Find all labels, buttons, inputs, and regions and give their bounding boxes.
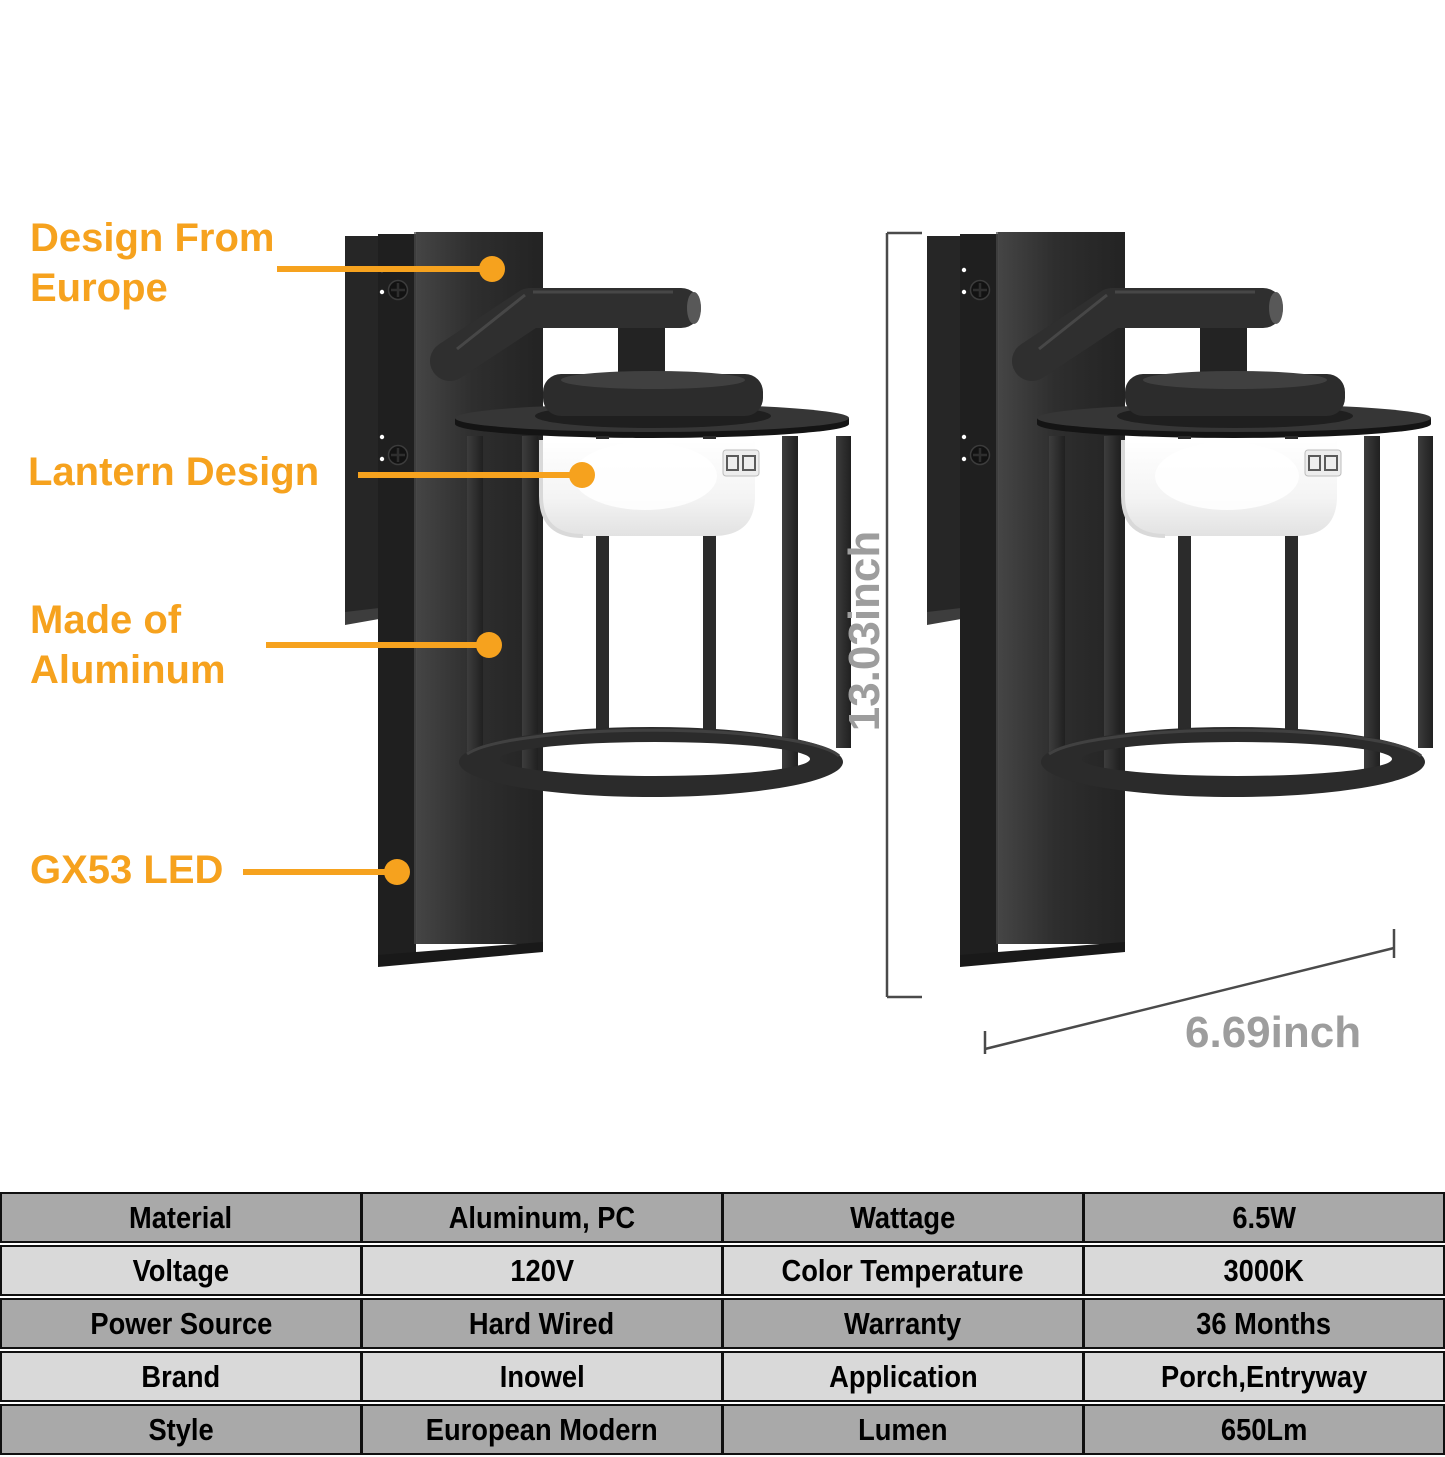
callout-design-from-europe: Design From Europe [30,213,274,313]
width-dimension-label: 6.69inch [1185,1008,1362,1057]
height-dimension-label: 13.03inch [840,530,889,732]
spec-value: 6.5W [1082,1194,1443,1241]
callout-lines [243,266,582,875]
callout-text-line: Made of [30,598,182,642]
spec-value: 650Lm [1082,1406,1443,1453]
spec-row: Brand Inowel Application Porch,Entryway [0,1351,1445,1402]
lamp-right [927,232,1433,967]
spec-row: Voltage 120V Color Temperature 3000K [0,1245,1445,1296]
spec-value: Aluminum, PC [360,1194,721,1241]
spec-value: 36 Months [1082,1300,1443,1347]
callout-gx53-led: GX53 LED [30,845,223,895]
spec-row: Power Source Hard Wired Warranty 36 Mont… [0,1298,1445,1349]
spec-value: Porch,Entryway [1082,1353,1443,1400]
callout-text-line: Lantern Design [28,450,320,494]
callout-text-line: Europe [30,266,168,310]
spec-key: Application [721,1353,1082,1400]
callout-dot-design [479,256,505,282]
callout-dot-gx53 [384,859,410,885]
spec-key: Color Temperature [721,1247,1082,1294]
spec-key: Warranty [721,1300,1082,1347]
spec-key: Power Source [90,1305,272,1341]
spec-value: 120V [360,1247,721,1294]
spec-value: Inowel [360,1353,721,1400]
spec-key: Style [148,1411,214,1447]
spec-value: 3000K [1082,1247,1443,1294]
callout-made-of-aluminum: Made of Aluminum [30,595,226,695]
spec-row: Material Aluminum, PC Wattage 6.5W [0,1192,1445,1243]
spec-key: Material [129,1199,233,1235]
spec-value: European Modern [360,1406,721,1453]
width-dimension-line [983,929,1396,1054]
callout-dot-aluminum [476,632,502,658]
spec-row: Style European Modern Lumen 650Lm [0,1404,1445,1455]
spec-key: Wattage [721,1194,1082,1241]
callout-lantern-design: Lantern Design [28,447,319,497]
callout-dots [384,256,595,885]
spec-table: Material Aluminum, PC Wattage 6.5W Volta… [0,1192,1445,1457]
spec-key: Brand [141,1358,221,1394]
callout-dot-lantern [569,462,595,488]
spec-key: Lumen [721,1406,1082,1453]
spec-key: Voltage [132,1252,230,1288]
callout-text-line: Design From [30,216,275,260]
lamp-left [345,232,851,967]
callout-text-line: GX53 LED [30,848,224,892]
callout-text-line: Aluminum [30,648,226,692]
spec-value: Hard Wired [360,1300,721,1347]
height-dimension-line [885,231,922,999]
